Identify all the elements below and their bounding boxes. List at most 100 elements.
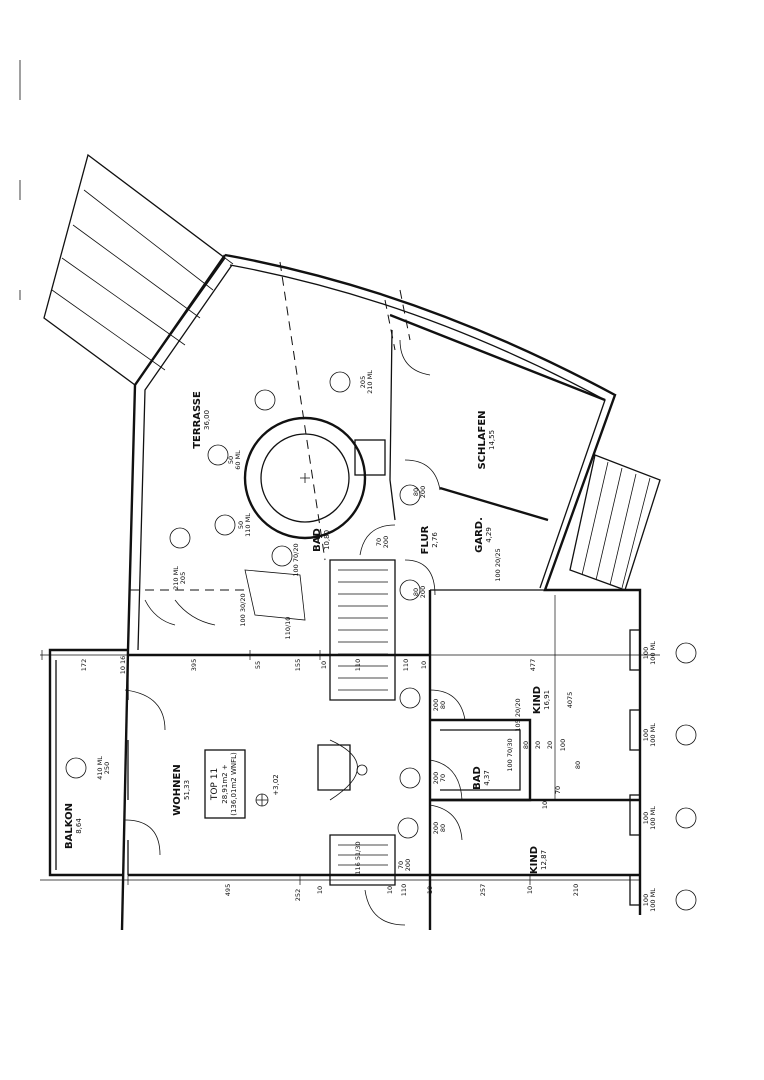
svg-text:BAD: BAD bbox=[312, 528, 323, 552]
svg-text:60 ML: 60 ML bbox=[234, 450, 242, 470]
svg-text:100: 100 bbox=[559, 739, 567, 751]
svg-text:4,29: 4,29 bbox=[485, 527, 493, 543]
svg-text:80: 80 bbox=[439, 701, 447, 709]
svg-text:51,33: 51,33 bbox=[183, 780, 191, 800]
svg-text:KIND: KIND bbox=[529, 846, 540, 874]
svg-text:200: 200 bbox=[419, 486, 427, 498]
svg-text:16,91: 16,91 bbox=[543, 690, 551, 710]
svg-text:110 ML: 110 ML bbox=[244, 513, 252, 537]
fixture-mark-3: 110/10 bbox=[284, 617, 292, 640]
outer-walls bbox=[48, 253, 642, 931]
svg-text:BAD: BAD bbox=[472, 766, 483, 790]
svg-text:10: 10 bbox=[526, 886, 534, 894]
svg-text:80: 80 bbox=[522, 741, 530, 749]
svg-text:205: 205 bbox=[359, 376, 367, 388]
dimension-text-inner: 4075 80 20 20 100 80 70 10 bbox=[522, 692, 582, 809]
svg-text:210 ML: 210 ML bbox=[172, 566, 180, 590]
svg-text:10: 10 bbox=[320, 661, 328, 669]
fixture-mark-1: 100 70/20 bbox=[292, 543, 300, 576]
room-label-balkon: BALKON 8,64 bbox=[64, 803, 83, 849]
roof-hatch-right bbox=[569, 454, 661, 591]
svg-text:2,76: 2,76 bbox=[431, 532, 439, 548]
roof-hatch-top bbox=[43, 153, 234, 386]
window-tag-circles bbox=[65, 371, 697, 911]
svg-text:10: 10 bbox=[541, 801, 549, 809]
svg-text:100 ML: 100 ML bbox=[649, 723, 657, 747]
svg-text:70: 70 bbox=[439, 774, 447, 782]
room-label-bad-top: BAD 10,80 bbox=[312, 528, 331, 552]
door-swings bbox=[124, 339, 466, 926]
svg-text:+3,02: +3,02 bbox=[272, 774, 280, 795]
svg-text:80: 80 bbox=[412, 588, 420, 596]
svg-text:70: 70 bbox=[397, 861, 405, 869]
svg-text:105 20/20: 105 20/20 bbox=[514, 698, 522, 731]
fixture-mark-5: 100 70/30 bbox=[506, 738, 514, 771]
room-label-schlafen: SCHLAFEN 14,55 bbox=[477, 410, 496, 469]
room-label-flur: FLUR 2,76 bbox=[420, 525, 439, 554]
svg-text:155: 155 bbox=[294, 659, 302, 671]
bath-round-wall bbox=[243, 416, 386, 540]
unit-label: TOP 11 28,91m2 + (136,01m2 WNFL) bbox=[210, 752, 238, 816]
svg-text:10,80: 10,80 bbox=[323, 530, 331, 550]
svg-text:200: 200 bbox=[432, 699, 440, 711]
svg-text:BALKON: BALKON bbox=[64, 803, 75, 849]
svg-text:100 70/30: 100 70/30 bbox=[506, 738, 514, 771]
svg-text:20: 20 bbox=[534, 741, 542, 749]
room-label-garderobe: GARD. 4,29 bbox=[474, 517, 493, 553]
room-label-wohnen: WOHNEN 51,33 bbox=[172, 764, 191, 815]
svg-text:70: 70 bbox=[554, 786, 562, 794]
staircase bbox=[338, 569, 388, 876]
svg-text:257: 257 bbox=[479, 884, 487, 896]
level-label: +3,02 bbox=[272, 774, 280, 795]
svg-text:10: 10 bbox=[316, 886, 324, 894]
svg-text:12,87: 12,87 bbox=[540, 850, 548, 870]
svg-text:SCHLAFEN: SCHLAFEN bbox=[477, 410, 488, 469]
room-label-kind-1: KIND 16,91 bbox=[532, 686, 551, 714]
svg-text:110: 110 bbox=[402, 659, 410, 671]
svg-text:477: 477 bbox=[529, 659, 537, 671]
svg-text:250: 250 bbox=[103, 762, 111, 774]
dimension-lines bbox=[40, 595, 660, 885]
svg-text:80: 80 bbox=[439, 824, 447, 832]
svg-text:116 51/30: 116 51/30 bbox=[354, 841, 362, 874]
svg-text:70: 70 bbox=[375, 538, 383, 546]
svg-text:36,00: 36,00 bbox=[203, 410, 211, 430]
svg-text:100 20/25: 100 20/25 bbox=[494, 548, 502, 581]
svg-text:10: 10 bbox=[386, 886, 394, 894]
svg-text:200: 200 bbox=[382, 536, 390, 548]
svg-text:210 ML: 210 ML bbox=[366, 370, 374, 394]
svg-text:50: 50 bbox=[237, 521, 245, 529]
svg-text:55: 55 bbox=[254, 661, 262, 669]
svg-text:100 ML: 100 ML bbox=[649, 888, 657, 912]
terrasse-dashed-line bbox=[130, 261, 411, 591]
unit-label-frame bbox=[204, 749, 246, 819]
svg-text:100 30/20: 100 30/20 bbox=[239, 593, 247, 626]
svg-text:FLUR: FLUR bbox=[420, 525, 431, 554]
svg-text:495: 495 bbox=[224, 884, 232, 896]
fixture-mark-6: 105 20/20 bbox=[514, 698, 522, 731]
svg-text:100 ML: 100 ML bbox=[649, 806, 657, 830]
svg-text:50: 50 bbox=[227, 456, 235, 464]
svg-text:8,64: 8,64 bbox=[75, 818, 83, 834]
room-label-terrasse: TERRASSE 36,00 bbox=[192, 391, 211, 449]
svg-text:110/10: 110/10 bbox=[284, 617, 292, 640]
fireplace bbox=[317, 739, 368, 801]
svg-text:100 ML: 100 ML bbox=[649, 641, 657, 665]
svg-text:200: 200 bbox=[419, 586, 427, 598]
svg-text:205: 205 bbox=[179, 572, 187, 584]
svg-text:80: 80 bbox=[574, 761, 582, 769]
